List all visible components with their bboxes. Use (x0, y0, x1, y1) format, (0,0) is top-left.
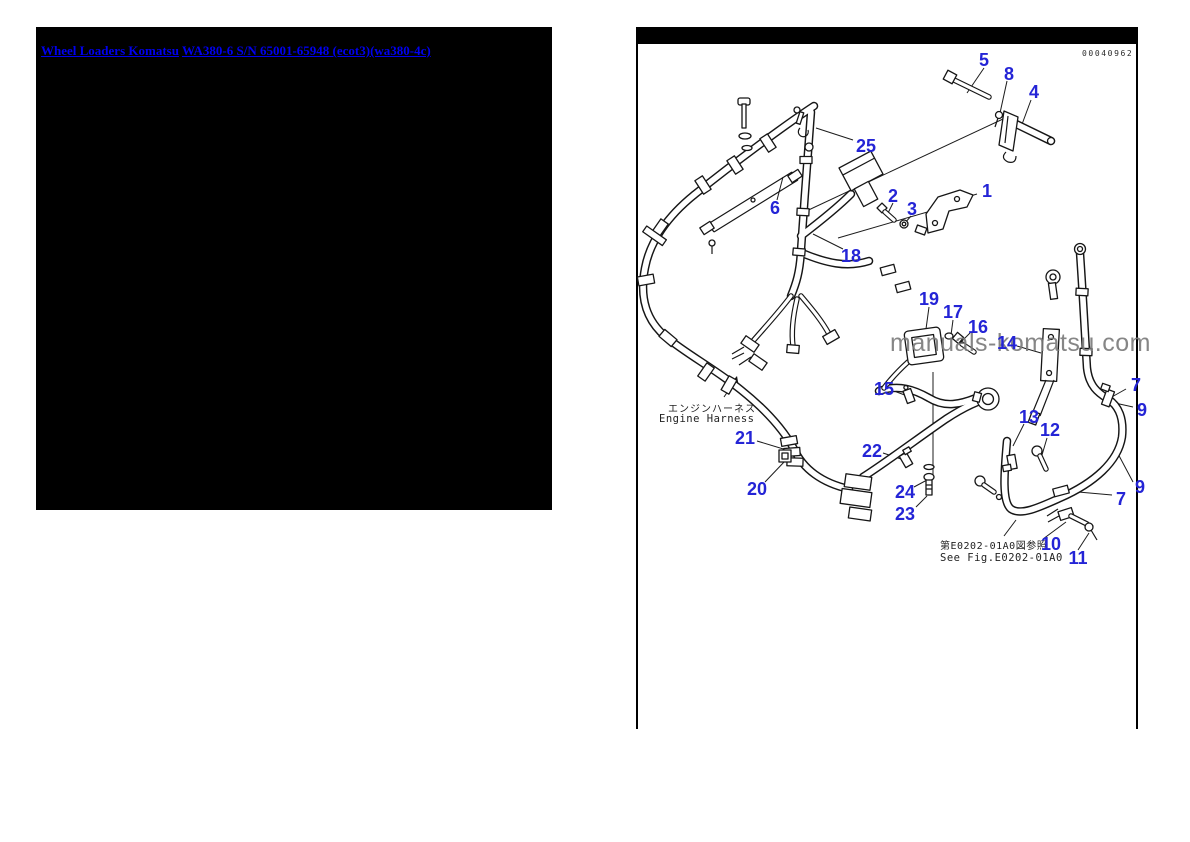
harness-hardware (699, 69, 1098, 541)
part-number-label[interactable]: 23 (894, 504, 916, 524)
part-number-label[interactable]: 11 (1068, 548, 1088, 568)
part-number-label[interactable]: 8 (1003, 64, 1015, 84)
part-number-label[interactable]: 1 (981, 181, 993, 201)
part-number-label[interactable]: 19 (918, 289, 940, 309)
part-number-label[interactable]: 10 (1040, 534, 1062, 554)
part-number-label[interactable]: 12 (1039, 420, 1061, 440)
figure-id: 00040962 (1082, 49, 1134, 58)
part-number-label[interactable]: 4 (1028, 82, 1040, 102)
parts-diagram-frame (636, 27, 1138, 729)
part-number-label[interactable]: 7 (1115, 489, 1127, 509)
harness-bands (636, 133, 1116, 498)
part-number-label[interactable]: 5 (978, 50, 990, 70)
part-number-label[interactable]: 6 (769, 198, 781, 218)
part-number-label[interactable]: 24 (894, 482, 916, 502)
breadcrumb-link-category[interactable]: Wheel Loaders Komatsu (41, 43, 179, 58)
breadcrumb: Wheel Loaders Komatsu WA380-6 S/N 65001-… (36, 27, 552, 59)
breadcrumb-link-model[interactable]: WA380-6 S/N 65001-65948 (ecot3)(wa380-4c… (181, 43, 431, 58)
watermark: manuals-komatsu.com (890, 329, 1151, 357)
engine-harness-label-jp: エンジンハーネス (668, 404, 756, 415)
part-number-label[interactable]: 25 (855, 136, 877, 156)
part-number-label[interactable]: 13 (1018, 407, 1040, 427)
see-fig-label-en: See Fig.E0202-01A0 (940, 552, 1063, 564)
part-number-label[interactable]: 20 (746, 479, 768, 499)
harness-tubes (638, 101, 1127, 516)
diagram-top-bar (638, 27, 1136, 44)
see-fig-label-jp: 第E0202-01A0図参照 (940, 541, 1048, 552)
part-number-label[interactable]: 21 (734, 428, 756, 448)
engine-harness-label-en: Engine Harness (659, 413, 755, 425)
part-number-label[interactable]: 16 (967, 317, 989, 337)
part-number-label[interactable]: 15 (873, 379, 895, 399)
part-number-label[interactable]: 18 (840, 246, 862, 266)
image-placeholder: Wheel Loaders Komatsu WA380-6 S/N 65001-… (36, 27, 552, 510)
part-number-label[interactable]: 2 (887, 186, 899, 206)
part-number-label[interactable]: 3 (906, 199, 918, 219)
part-number-label[interactable]: 22 (861, 441, 883, 461)
part-number-label[interactable]: 9 (1134, 477, 1146, 497)
part-number-label[interactable]: 9 (1136, 400, 1148, 420)
part-number-label[interactable]: 17 (942, 302, 964, 322)
part-number-label[interactable]: 7 (1130, 375, 1142, 395)
part-number-label[interactable]: 14 (996, 333, 1018, 353)
leader-lines (756, 67, 1134, 551)
